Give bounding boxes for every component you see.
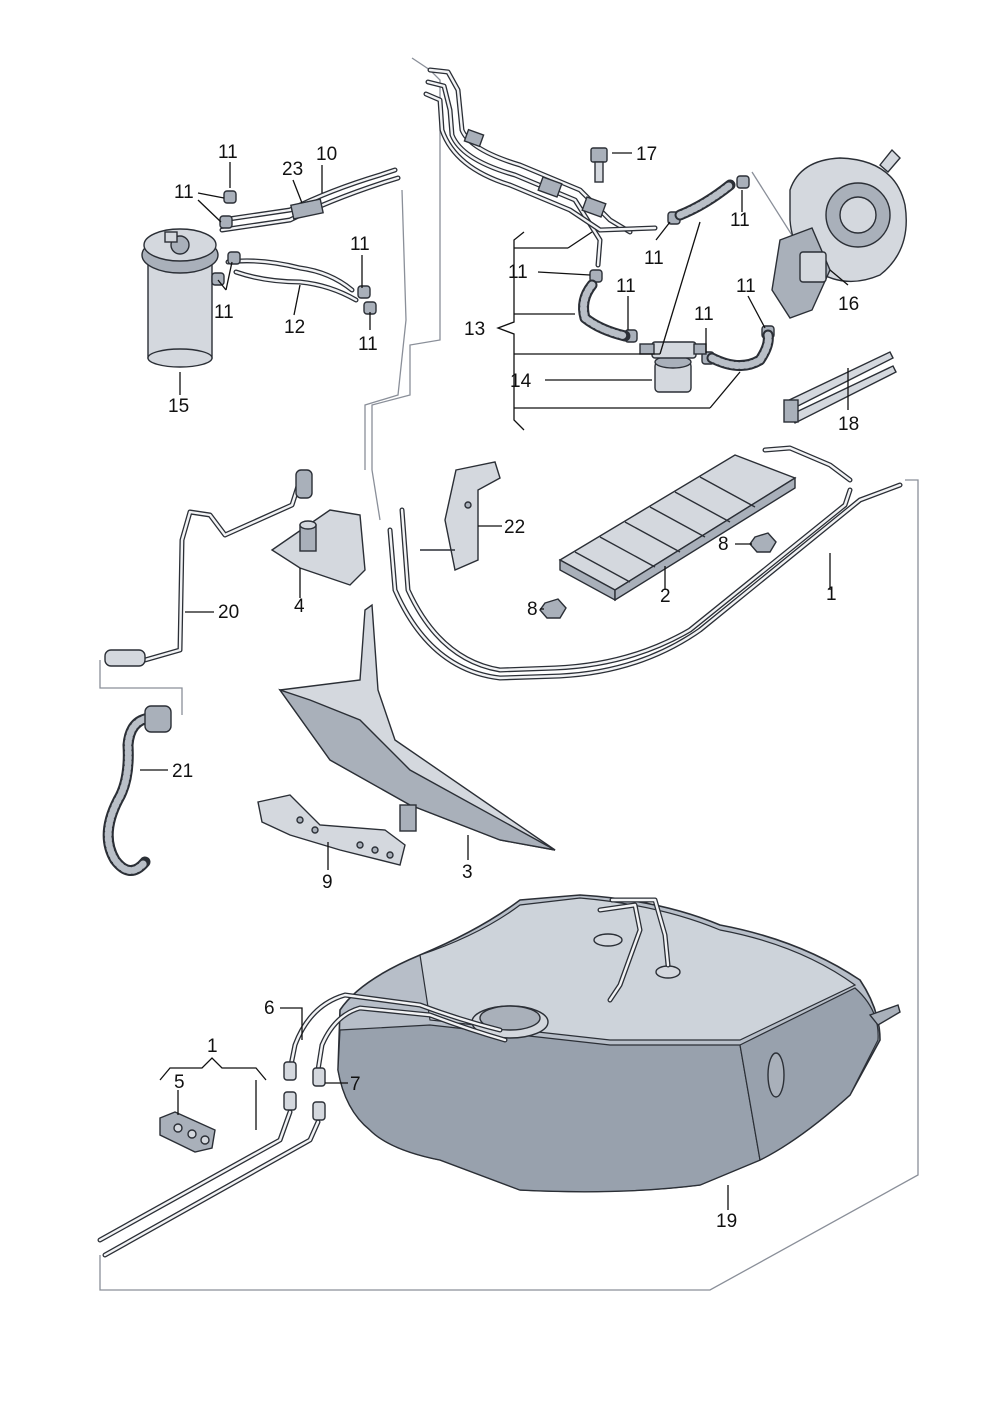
part-label-11: 11 <box>736 276 756 297</box>
part-labels: 1 1 2 3 4 5 6 7 8 8 9 10 11 11 11 11 11 … <box>168 142 859 1232</box>
part-label-16: 16 <box>838 294 859 315</box>
bracket-4[interactable] <box>270 509 366 586</box>
assembly-guide-lines <box>99 57 919 1291</box>
tank-feed-lines[interactable] <box>287 992 508 1073</box>
part-label-11: 11 <box>218 142 238 163</box>
part-label-7: 7 <box>350 1074 361 1095</box>
part-label-9: 9 <box>322 872 333 893</box>
clip-bracket[interactable] <box>257 794 406 866</box>
fuel-filter[interactable] <box>141 228 219 368</box>
part-label-11: 11 <box>174 182 194 203</box>
valve-unit[interactable] <box>639 341 707 393</box>
part-label-12: 12 <box>284 317 305 338</box>
part-label-23: 23 <box>282 159 303 180</box>
part-label-11: 11 <box>616 276 636 297</box>
part-label-15: 15 <box>168 396 189 417</box>
vent-line[interactable] <box>104 469 313 667</box>
bolt[interactable] <box>590 147 608 183</box>
part-label-2: 2 <box>660 586 671 607</box>
part-label-1: 1 <box>826 584 837 605</box>
part-label-10: 10 <box>316 144 337 165</box>
heat-shield[interactable] <box>278 603 556 851</box>
part-label-6: 6 <box>264 998 275 1019</box>
part-label-11: 11 <box>694 304 714 325</box>
part-label-14: 14 <box>510 371 532 392</box>
connectors[interactable] <box>283 1061 326 1121</box>
part-label-11: 11 <box>350 234 370 255</box>
part-label-11: 11 <box>508 262 528 283</box>
leader-lines <box>140 152 849 1210</box>
vacuum-pump[interactable] <box>771 148 907 319</box>
part-label-4: 4 <box>294 596 305 617</box>
hose-clamps[interactable] <box>211 175 775 365</box>
rubber-hoses[interactable] <box>578 179 774 371</box>
fuel-tank[interactable] <box>337 894 901 1193</box>
part-label-1: 1 <box>207 1036 218 1057</box>
line-clip[interactable] <box>159 1111 216 1153</box>
hose-21[interactable] <box>102 705 172 876</box>
part-label-18: 18 <box>838 414 859 435</box>
bracket-22[interactable] <box>420 461 501 571</box>
part-label-11: 11 <box>358 334 378 355</box>
part-label-11: 11 <box>214 302 234 323</box>
lower-lines[interactable] <box>97 1109 321 1258</box>
cable-ties[interactable] <box>783 351 897 424</box>
filter-hoses[interactable] <box>219 167 401 303</box>
part-label-22: 22 <box>504 517 525 538</box>
part-label-5: 5 <box>174 1072 185 1093</box>
part-label-13: 13 <box>464 319 485 340</box>
fuel-line-bundle[interactable] <box>423 67 658 268</box>
part-label-3: 3 <box>462 862 473 883</box>
part-label-11: 11 <box>730 210 750 231</box>
fuel-cooler[interactable] <box>558 445 853 602</box>
part-label-19: 19 <box>716 1211 737 1232</box>
part-label-11: 11 <box>644 248 664 269</box>
part-label-21: 21 <box>172 761 193 782</box>
part-label-8: 8 <box>527 599 538 620</box>
cooler-lines[interactable] <box>387 482 903 681</box>
part-label-8: 8 <box>718 534 729 555</box>
part-label-20: 20 <box>218 602 239 623</box>
part-label-17: 17 <box>636 144 657 165</box>
